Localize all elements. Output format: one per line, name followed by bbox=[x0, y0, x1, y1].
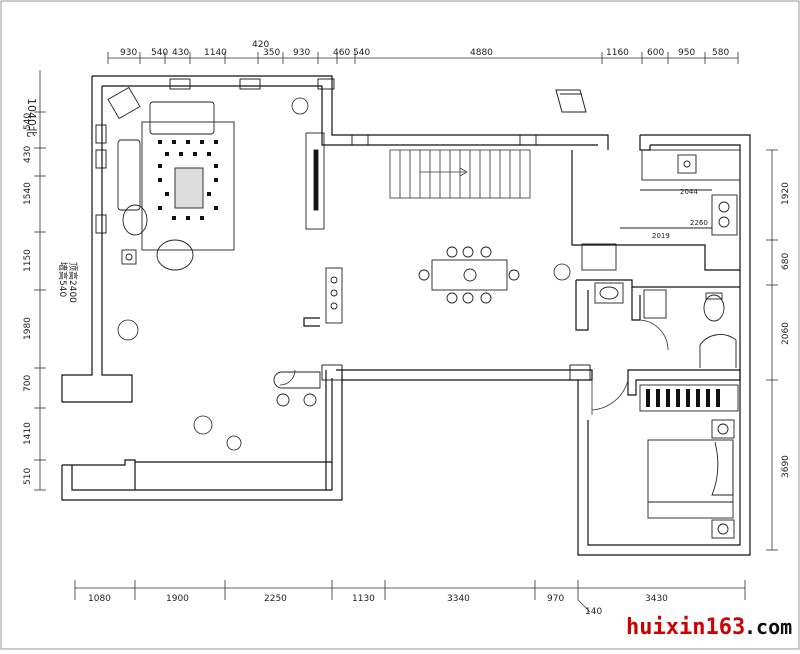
kitchen-fixtures bbox=[581, 149, 741, 271]
dining-set bbox=[418, 246, 520, 304]
bottom-dim-2: 2250 bbox=[264, 594, 287, 604]
right-dim-1: 680 bbox=[781, 253, 791, 270]
top-dim-8: 540 bbox=[353, 48, 370, 58]
top-dim-3: 1140 bbox=[204, 48, 227, 58]
top-dim-5: 350 bbox=[263, 48, 280, 58]
rug-pattern bbox=[158, 140, 218, 220]
wall-windows bbox=[95, 78, 591, 381]
exterior-walls bbox=[61, 75, 751, 556]
tv-cabinet bbox=[305, 132, 343, 324]
bedroom-furniture bbox=[639, 384, 739, 539]
bathroom-fixtures bbox=[594, 282, 737, 368]
bottom-dim-6: 3430 bbox=[645, 594, 668, 604]
right-dim-3: 3690 bbox=[781, 455, 791, 478]
left-dim-5: 1980 bbox=[23, 317, 33, 340]
top-dim-9: 4880 bbox=[470, 48, 493, 58]
left-note-2: 顶高2400 bbox=[67, 262, 79, 303]
plants bbox=[117, 97, 571, 451]
door-swings bbox=[279, 319, 669, 415]
kitchen-dim-1: 2260 bbox=[690, 219, 708, 227]
left-dimension-line bbox=[34, 70, 46, 491]
left-dim-8: 510 bbox=[23, 468, 33, 485]
top-dim-6: 930 bbox=[293, 48, 310, 58]
right-dim-2: 2060 bbox=[781, 322, 791, 345]
bottom-dim-0: 1080 bbox=[88, 594, 111, 604]
bottom-dim-1: 1900 bbox=[166, 594, 189, 604]
bottom-dim-3: 1130 bbox=[352, 594, 375, 604]
right-dim-0: 1920 bbox=[781, 182, 791, 205]
top-dim-2: 430 bbox=[172, 48, 189, 58]
staircase bbox=[389, 149, 531, 199]
top-dim-7: 460 bbox=[333, 48, 350, 58]
left-note-1: 墙高540 bbox=[57, 262, 69, 297]
top-dim-10: 1160 bbox=[606, 48, 629, 58]
top-dim-1: 540 bbox=[151, 48, 168, 58]
left-top-label: 1040北 bbox=[25, 98, 38, 137]
top-dim-13: 580 bbox=[712, 48, 729, 58]
kitchen-dim-2: 2019 bbox=[652, 232, 670, 240]
top-dim-12: 950 bbox=[678, 48, 695, 58]
wardrobe-hangers bbox=[646, 389, 720, 407]
left-dim-2: 430 bbox=[23, 146, 33, 163]
left-dim-3: 1540 bbox=[23, 182, 33, 205]
top-dimension-line bbox=[107, 52, 739, 64]
left-dim-6: 700 bbox=[23, 375, 33, 392]
watermark-site: huixin163 bbox=[626, 615, 745, 640]
entrance-mat bbox=[555, 89, 587, 113]
bottom-dim-extra: 140 bbox=[585, 607, 602, 617]
living-room-furniture bbox=[107, 86, 235, 271]
top-dim-11: 600 bbox=[647, 48, 664, 58]
top-dim-0: 930 bbox=[120, 48, 137, 58]
left-dim-7: 1410 bbox=[23, 422, 33, 445]
left-dim-1: 540 bbox=[23, 113, 33, 130]
kitchen-dim-0: 2044 bbox=[680, 188, 698, 196]
top-dim-4: 420 bbox=[252, 40, 269, 50]
bar-counter bbox=[273, 371, 321, 407]
right-dimension-line bbox=[766, 149, 778, 551]
watermark-tld: .com bbox=[744, 615, 792, 639]
bottom-dimension-line bbox=[74, 580, 746, 613]
bottom-dim-4: 3340 bbox=[447, 594, 470, 604]
bottom-dim-5: 970 bbox=[547, 594, 564, 604]
left-dim-4: 1150 bbox=[23, 249, 33, 272]
